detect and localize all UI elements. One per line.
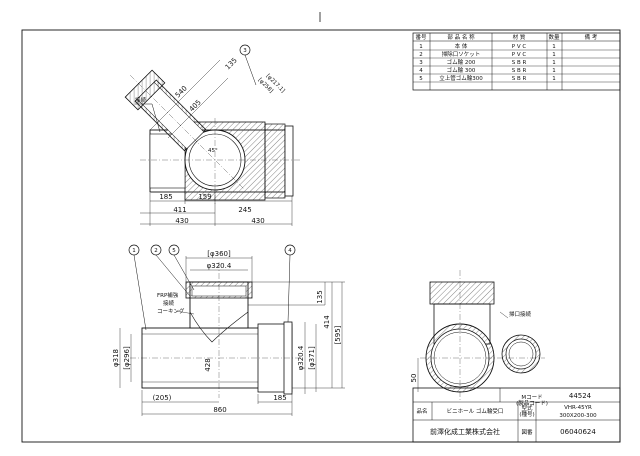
hdr-qty: 数量 [548, 33, 560, 41]
parts-table: 番号 部 品 名 称 材 質 数量 備 考 1 本 体 P V C 1 2 掃除… [412, 32, 621, 91]
dim-phi371: [φ371] [308, 346, 316, 370]
svg-text:立上管ゴム輪300: 立上管ゴム輪300 [439, 74, 483, 82]
dim-50: 50 [410, 374, 418, 383]
dim-205: (205) [153, 394, 172, 402]
svg-text:5: 5 [419, 76, 423, 82]
dim-phi360: [φ360] [207, 250, 231, 258]
hdr-no: 番号 [415, 34, 427, 41]
dim-159: 159 [198, 193, 211, 201]
hdr-name: 部 品 名 称 [447, 33, 475, 41]
svg-text:ゴム輪 200: ゴム輪 200 [447, 58, 476, 66]
svg-text:1: 1 [419, 44, 423, 50]
svg-text:ゴム輪 300: ゴム輪 300 [447, 66, 476, 74]
label-seal: 接続 [163, 299, 175, 307]
dim-414: 414 [323, 315, 331, 329]
table-row: 5 立上管ゴム輪300 S B R 1 [419, 74, 556, 82]
name-value: ビニホール ゴム輪受口 [447, 407, 504, 415]
sheet-border [21, 29, 621, 443]
top-view-label: 接続 [135, 96, 147, 104]
svg-text:掃除口ソケット: 掃除口ソケット [442, 50, 481, 58]
title-block: Mコード(製品コード) 44524 品名 ビニホール ゴム輪受口 型式(種号) … [412, 387, 621, 443]
dim-phi320b: φ320.4 [297, 345, 305, 370]
model-value-1: VHR-45YR [564, 405, 592, 411]
dim-135: 135 [316, 290, 324, 303]
dim-411: 411 [173, 206, 186, 214]
name-label: 品名 [416, 407, 427, 415]
dim-185: 185 [159, 193, 172, 201]
dim-phi318: φ318 [112, 349, 120, 367]
front-view: 1 2 5 4 FRP補強 接続 コーキング [φ360] φ320.4 135… [112, 244, 345, 416]
hdr-note: 備 考 [585, 33, 598, 41]
table-row: 2 掃除口ソケット P V C 1 [419, 50, 556, 58]
side-view-label: 掃口接続 [509, 310, 532, 318]
svg-text:1: 1 [132, 248, 136, 254]
dim-angle: 45° [208, 148, 218, 154]
svg-text:4: 4 [288, 248, 292, 254]
model-label: 型式(種号) [519, 404, 534, 418]
table-row: 4 ゴム輪 300 S B R 1 [419, 66, 556, 74]
dim-430a: 430 [175, 217, 188, 225]
label-caulk: コーキング [157, 307, 185, 315]
svg-text:P V C: P V C [512, 44, 527, 50]
dim-430b: 430 [251, 217, 264, 225]
dim-phi320a: φ320.4 [207, 262, 232, 270]
dim-540: 540 [174, 84, 189, 99]
svg-text:1: 1 [552, 76, 556, 82]
svg-text:1: 1 [552, 44, 556, 50]
dim-135: 135 [224, 56, 239, 71]
svg-text:本 体: 本 体 [455, 42, 468, 50]
dim-860: 860 [213, 406, 226, 414]
code-label-text: Mコード(製品コード) [516, 394, 548, 407]
svg-text:2: 2 [154, 248, 158, 254]
svg-text:3: 3 [243, 48, 247, 54]
dim-phi296: [φ296] [123, 346, 131, 370]
model-value-2: 300X200-300 [559, 413, 597, 419]
svg-text:5: 5 [172, 248, 176, 254]
label-frp: FRP補強 [157, 291, 179, 299]
svg-text:S B R: S B R [512, 76, 527, 82]
table-row: 3 ゴム輪 200 S B R 1 [419, 58, 556, 66]
top-view: 接続 3 540 405 135 [φ258] [φ217.1] 45° 185… [124, 44, 300, 226]
hdr-material: 材 質 [513, 33, 526, 41]
svg-text:1: 1 [552, 52, 556, 58]
company-name: 前澤化成工業株式会社 [430, 427, 500, 436]
svg-text:S B R: S B R [512, 68, 527, 74]
code-value: 44524 [569, 392, 592, 400]
svg-text:3: 3 [419, 60, 423, 66]
drawing-number: 06040624 [560, 428, 596, 436]
svg-text:2: 2 [419, 52, 423, 58]
svg-text:S B R: S B R [512, 60, 527, 66]
dim-185b: 185 [273, 394, 286, 402]
svg-text:P V C: P V C [512, 52, 527, 58]
drawing-label: 図番 [521, 429, 533, 436]
dim-428: 428 [204, 358, 212, 371]
svg-text:1: 1 [552, 68, 556, 74]
side-view: 掃口接続 50 [410, 270, 545, 400]
table-row: 1 本 体 P V C 1 [419, 42, 556, 50]
svg-text:1: 1 [552, 60, 556, 66]
dim-405: 405 [188, 98, 203, 113]
dim-245: 245 [238, 206, 251, 214]
svg-text:4: 4 [419, 68, 423, 74]
dim-595: [595] [334, 325, 342, 344]
